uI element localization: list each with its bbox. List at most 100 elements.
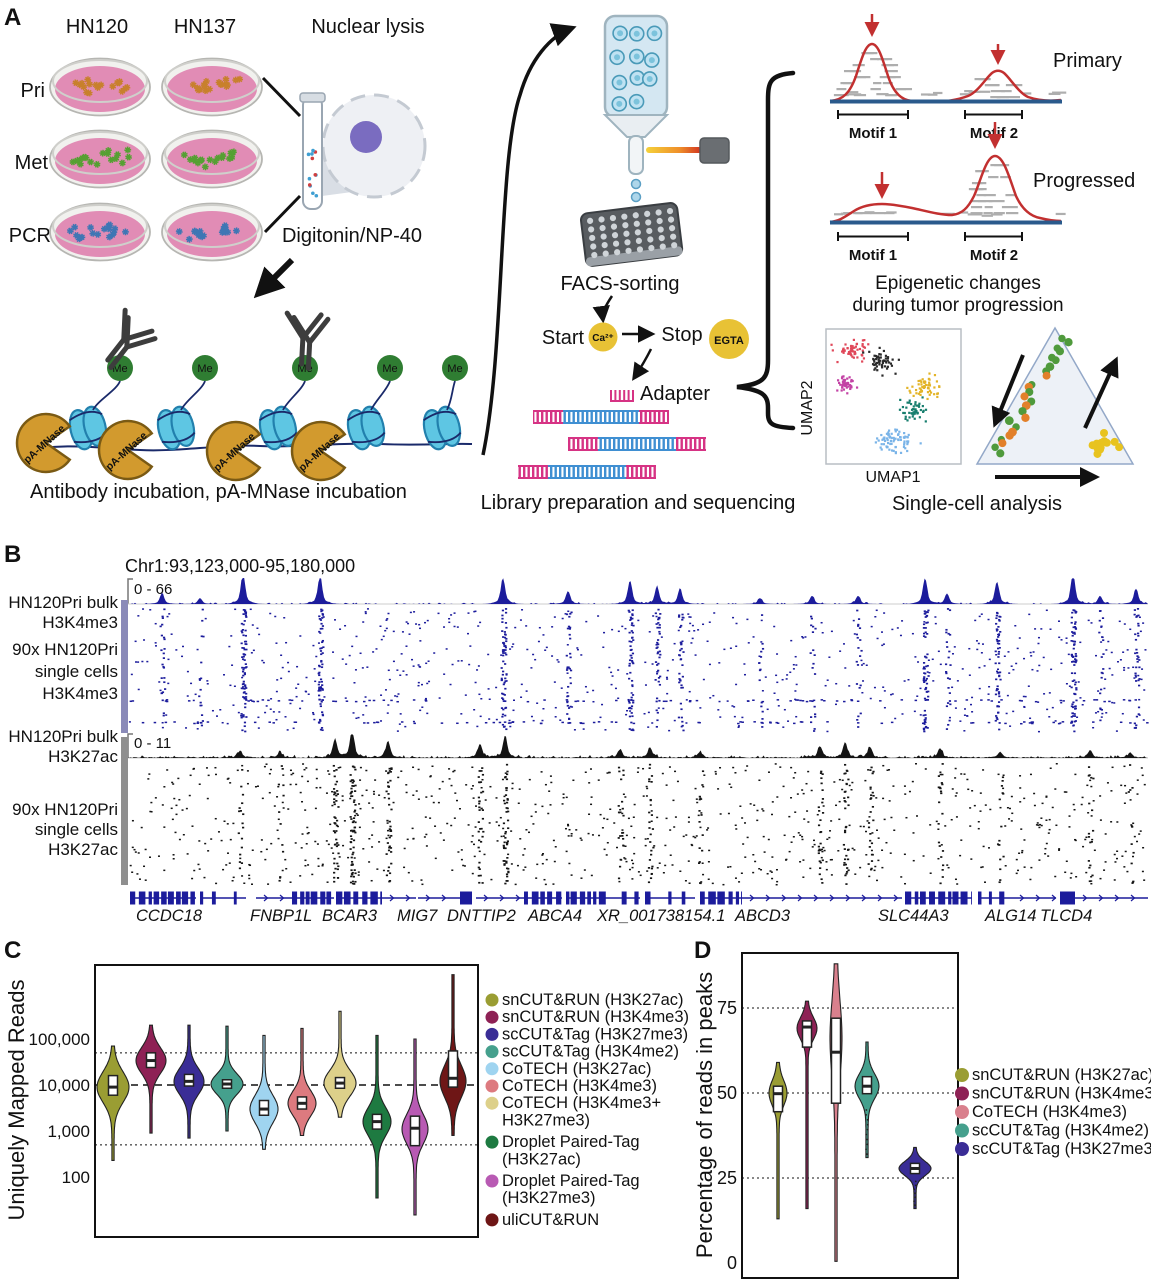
axis-tick-label: 100	[62, 1168, 90, 1187]
umap-box	[825, 328, 962, 465]
facs-cells	[609, 25, 663, 112]
umap-plot: UMAP2 UMAP1	[799, 328, 962, 486]
tube-dots	[306, 148, 319, 198]
legend-swatch	[955, 1086, 969, 1101]
progressed-profile: Motif 1 Motif 2 Progressed	[829, 122, 1135, 264]
single-cell-track-h3k27ac	[129, 763, 1146, 886]
gene-label: BCAR3	[322, 907, 378, 925]
dna-fragment	[568, 437, 706, 451]
petri-dish	[49, 202, 151, 262]
gene-label: FNBP1L	[250, 907, 312, 925]
legend-label: CoTECH (H3K4me3)	[502, 1077, 657, 1095]
motif1-label: Motif 1	[849, 125, 897, 142]
legend-label: Droplet Paired-Tag	[502, 1172, 640, 1190]
violin-scCUT&Tag (H3K4me2)	[210, 1025, 244, 1132]
triangle-plot	[975, 326, 1135, 487]
violin-CoTECH (H3K4me3)	[287, 1027, 317, 1137]
violin-snCUT&RUN (H3K4me3)	[135, 1024, 167, 1134]
panel-b: B Chr1:93,123,000-95,180,000 0 - 66 0 - …	[4, 541, 1149, 925]
nuclear-lysis-label: Nuclear lysis	[311, 16, 424, 38]
dna-fragment	[533, 410, 669, 424]
umap-clusters	[830, 338, 941, 455]
legend-swatch	[485, 1096, 499, 1110]
primary-profile: Motif 1 Motif 2 Primary	[829, 14, 1122, 142]
legend-label: scCUT&Tag (H3K27me3)	[502, 1025, 688, 1043]
gene-model	[566, 891, 640, 905]
legend-swatch	[485, 993, 499, 1007]
d-y-axis-label: Percentage of reads in peaks	[692, 972, 717, 1258]
arrow-facs-start	[592, 295, 614, 324]
ca-label: Ca²⁺	[592, 333, 613, 344]
stop-label: Stop	[661, 324, 702, 346]
legend-label: scCUT&Tag (H3K4me2)	[972, 1122, 1149, 1140]
pa-mnase: pA-MNase	[15, 412, 72, 474]
me-mark: Me	[192, 355, 218, 381]
gene-model	[256, 891, 334, 905]
track-label: H3K27ac	[48, 747, 118, 766]
legend-label: Droplet Paired-Tag	[502, 1133, 640, 1151]
gene-label: DNTTIP2	[447, 907, 516, 925]
well-plate	[579, 202, 684, 267]
legend-swatch	[485, 1045, 499, 1059]
bulk-track-h3k4me3	[128, 578, 1148, 604]
c-plot-box	[94, 964, 479, 1238]
epigenetic-caption-2: during tumor progression	[852, 295, 1063, 316]
epigenetic-caption-1: Epigenetic changes	[875, 273, 1041, 294]
laser-beam	[646, 147, 702, 153]
range-bracket-2	[127, 733, 133, 758]
petri-dish	[161, 202, 263, 262]
panel-c: C Uniquely Mapped Reads 100,00010,0001,0…	[4, 937, 689, 1238]
gene-label: CCDC18	[136, 907, 203, 925]
motif1-label: Motif 1	[849, 247, 897, 264]
antibody-icon	[284, 310, 331, 371]
d-violins	[768, 963, 932, 1262]
legend-item: CoTECH (H3K4me3)	[485, 1077, 657, 1095]
egta-label: EGTA	[714, 335, 744, 347]
library-label: Library preparation and sequencing	[481, 492, 796, 514]
gene-label: ABCA4	[527, 907, 582, 925]
legend-label: snCUT&RUN (H3K27ac)	[972, 1066, 1151, 1084]
violin-scCUT&Tag (H3K27me3)	[898, 1146, 932, 1210]
gene-model	[978, 891, 1057, 905]
legend-label: scCUT&Tag (H3K4me2)	[502, 1043, 679, 1061]
track-label: HN120Pri bulk	[8, 593, 118, 612]
arrow-stop-adapter	[632, 348, 653, 381]
droplet	[630, 191, 642, 203]
gene-model	[130, 891, 246, 905]
axis-tick-label: 25	[717, 1168, 737, 1188]
legend-item: CoTECH (H3K4me3+H3K27me3)	[485, 1094, 661, 1129]
motif1-bracket	[837, 110, 909, 119]
nucleosome	[422, 405, 462, 451]
gene-model	[700, 891, 902, 905]
legend-item: snCUT&RUN (H3K4me3)	[955, 1085, 1151, 1103]
range-2: 0 - 11	[134, 735, 171, 752]
antibody-caption: Antibody incubation, pA-MNase incubation	[30, 481, 407, 503]
panel-d-label: D	[694, 937, 711, 964]
legend-swatch	[955, 1105, 969, 1119]
gene-label: TLCD4	[1040, 907, 1092, 925]
gene-label: SLC44A3	[878, 907, 949, 925]
umap-x-label: UMAP1	[865, 469, 920, 486]
axis-tick-label: 1,000	[47, 1122, 90, 1141]
track-label: single cells	[35, 820, 118, 839]
nuclear-lysis-diagram	[299, 92, 427, 210]
facs-label: FACS-sorting	[561, 273, 680, 295]
progressed-label: Progressed	[1033, 170, 1135, 192]
laser-detector	[699, 137, 730, 164]
axis-tick-label: 10,000	[38, 1076, 90, 1095]
panel-a-label: A	[4, 4, 21, 31]
violin-uliCUT&RUN	[439, 974, 467, 1137]
legend-item: uliCUT&RUN	[485, 1211, 599, 1229]
triangle-arrow-left	[991, 354, 1025, 428]
adapter-label: Adapter	[640, 383, 710, 405]
ca-circle	[588, 322, 618, 352]
dna-fragments	[518, 410, 706, 479]
legend-item: snCUT&RUN (H3K27ac)	[955, 1066, 1151, 1084]
progressed-curve	[829, 154, 1062, 224]
violin-Droplet Paired-Tag (H3K27ac)	[362, 1034, 392, 1199]
gene-label: ABCD3	[734, 907, 791, 925]
primary-baseline	[830, 99, 1062, 104]
